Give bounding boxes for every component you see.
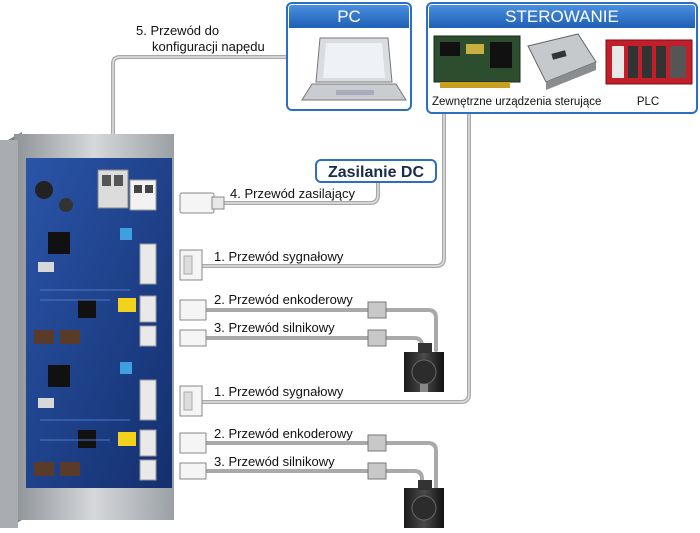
plc-icon — [605, 39, 693, 85]
encoder-cable-1 — [203, 308, 438, 352]
connector-plugs — [179, 192, 387, 480]
controller-module-icon — [527, 33, 597, 90]
encoder-cable-2-label: 2. Przewód enkoderowy — [214, 426, 353, 441]
control-card-icon — [433, 35, 521, 88]
servo-motor-icon — [404, 480, 444, 528]
cable-labels: 5. Przewód do konfiguracji napędu 4. Prz… — [136, 23, 355, 469]
sterowanie-title: STEROWANIE — [505, 7, 619, 26]
motor-connector-1-icon — [179, 329, 207, 347]
power-connector-icon — [179, 192, 225, 214]
devices-label: Zewnętrzne urządzenia sterujące — [432, 96, 601, 108]
motor-cable-1 — [203, 336, 424, 354]
plc-label: PLC — [637, 96, 659, 108]
driver-board-icon — [0, 132, 174, 528]
laptop-icon — [301, 37, 407, 101]
sterowanie-box: STEROWANIE Zewnętrzne urządzenia sterują… — [426, 2, 698, 114]
motor-connector-2-icon — [179, 462, 207, 480]
config-cable-label-line-2: konfiguracji napędu — [152, 39, 265, 54]
motor-cable-2 — [203, 469, 424, 492]
encoder-cable-2 — [203, 441, 438, 490]
servo-motor-icon — [404, 343, 444, 392]
pc-box: PC — [286, 2, 412, 111]
signal-connector-1-icon — [179, 249, 203, 281]
signal-cable-1 — [198, 111, 446, 268]
power-cable — [220, 179, 380, 205]
zasilanie-title: Zasilanie DC — [328, 164, 424, 181]
signal-connector-2-icon — [179, 385, 203, 417]
config-cable-label: 5. Przewód do konfiguracji napędu — [136, 23, 265, 54]
config-cable-label-line-1: 5. Przewód do — [136, 23, 219, 38]
encoder-connector-1-icon — [179, 299, 207, 321]
config-cable — [111, 55, 290, 192]
encoder-connector-2-icon — [179, 432, 207, 454]
encoder-cable-1-label: 2. Przewód enkoderowy — [214, 292, 353, 307]
motor-cable-1-label: 3. Przewód silnikowy — [214, 320, 335, 335]
zasilanie-box: Zasilanie DC — [315, 159, 437, 183]
motor-cable-2-label: 3. Przewód silnikowy — [214, 454, 335, 469]
pc-title: PC — [337, 7, 361, 26]
signal-cable-2 — [198, 111, 471, 404]
signal-cable-1-label: 1. Przewód sygnałowy — [214, 249, 344, 264]
power-cable-label: 4. Przewód zasilający — [230, 186, 355, 201]
signal-cable-2-label: 1. Przewód sygnałowy — [214, 384, 344, 399]
